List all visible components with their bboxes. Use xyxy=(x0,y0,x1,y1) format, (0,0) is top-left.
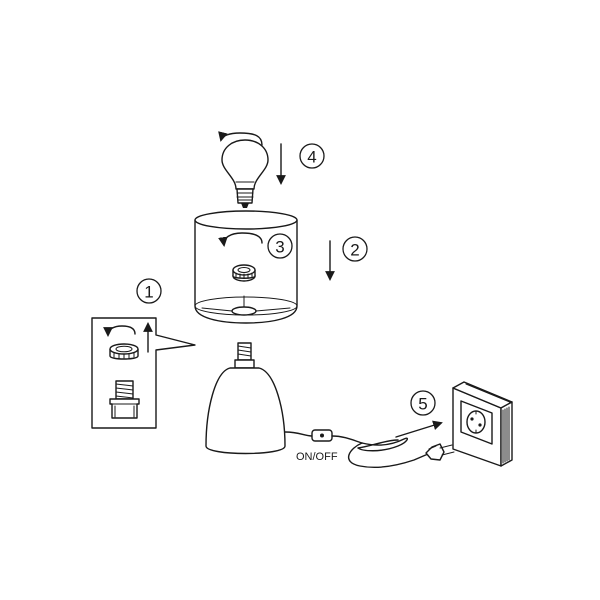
step-1-badge: 1 xyxy=(136,278,162,304)
rotate-arrow-icon xyxy=(218,232,263,247)
step-5-group: 5 xyxy=(395,381,513,467)
step-4-number: 4 xyxy=(307,148,316,167)
lamp-base xyxy=(205,342,286,455)
switch-label: ON/OFF xyxy=(296,451,338,463)
step-2-number: 2 xyxy=(350,241,359,260)
rotate-arrow-icon xyxy=(218,131,263,146)
step-3-number: 3 xyxy=(275,238,284,257)
power-cord: ON/OFF xyxy=(284,429,455,469)
step-2-group: 2 xyxy=(325,236,368,281)
step-3-group: 3 xyxy=(194,210,298,324)
light-bulb-icon xyxy=(221,139,269,208)
step-5-badge: 5 xyxy=(410,390,436,416)
wall-outlet-icon xyxy=(452,381,513,467)
rotate-arrow-icon xyxy=(103,325,136,337)
inline-switch-icon xyxy=(311,429,333,442)
step-4-group: 4 xyxy=(218,131,325,208)
step-1-number: 1 xyxy=(144,283,153,302)
step-3-badge: 3 xyxy=(267,233,293,259)
plug-in-arrow-icon xyxy=(395,420,443,438)
ring-nut-icon xyxy=(109,343,139,360)
step-4-badge: 4 xyxy=(299,143,325,169)
base-body xyxy=(205,367,286,455)
base-socket-icon xyxy=(234,342,255,369)
shade-ring-nut-icon xyxy=(232,264,256,282)
step-1-group: 1 xyxy=(91,278,196,429)
step-2-badge: 2 xyxy=(342,236,368,262)
step-5-number: 5 xyxy=(418,395,427,414)
power-plug-icon xyxy=(425,443,455,461)
lamp-socket-icon xyxy=(109,380,140,419)
